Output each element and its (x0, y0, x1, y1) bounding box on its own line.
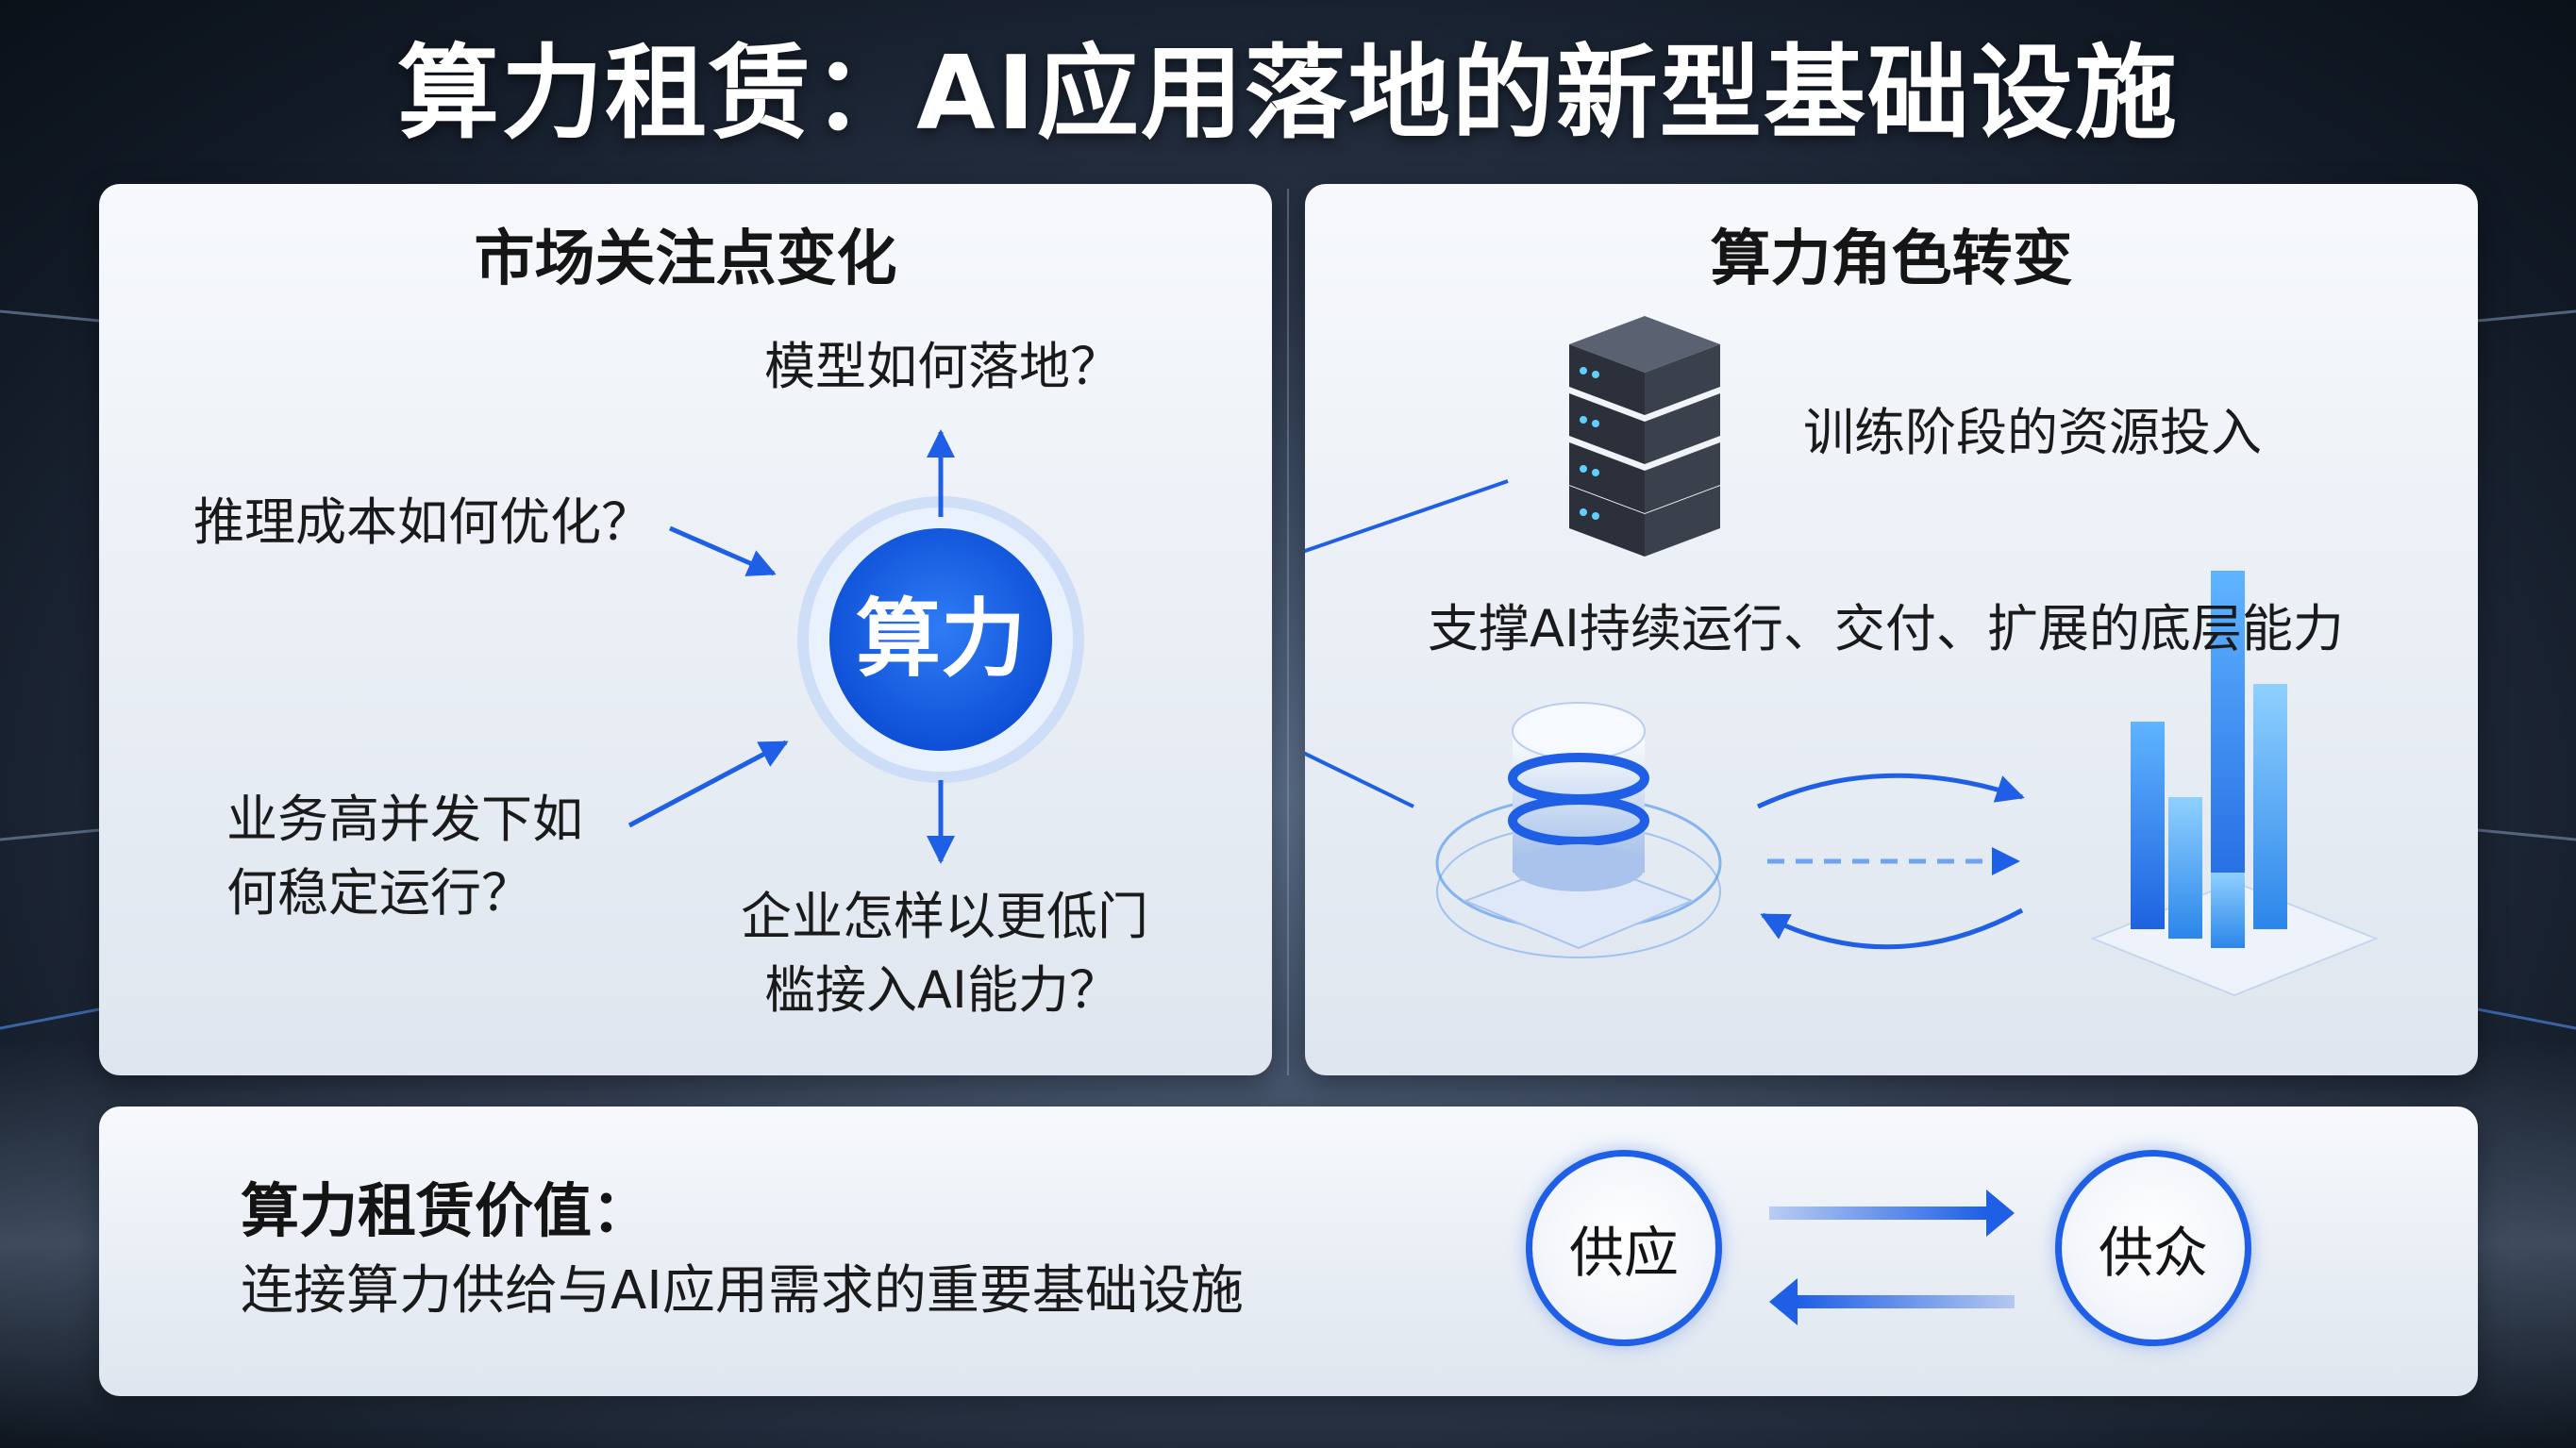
line-compute-to-database (1305, 712, 1413, 807)
arrow-loop-top (1758, 775, 2022, 807)
market-focus-panel: 市场关注点变化 (99, 184, 1272, 1075)
page-title: 算力租赁：AI应用落地的新型基础设施 (0, 28, 2576, 160)
question-high-concurrency-line1: 业务高并发下如 (226, 783, 583, 857)
question-high-concurrency-line2: 何稳定运行？ (226, 857, 532, 930)
rental-value-panel: 算力租赁价值： 连接算力供给与AI应用需求的重要基础设施 供应 供众 (99, 1107, 2478, 1396)
arrow-loop-bottom (1763, 910, 2022, 947)
question-inference-cost: 推理成本如何优化？ (193, 486, 652, 559)
compute-center-label: 算力 (818, 588, 1063, 691)
support-capability-label: 支撑AI持续运行、交付、扩展的底层能力 (1428, 592, 2344, 666)
question-low-threshold-line1: 企业怎样以更低门 (741, 880, 1148, 954)
training-resource-label: 训练阶段的资源投入 (1803, 396, 2262, 470)
question-model-landing: 模型如何落地？ (764, 330, 1121, 404)
compute-role-panel: 算力角色转变 (1305, 184, 2478, 1075)
arrow-from-left-top (670, 528, 774, 574)
arrow-from-left-bottom (629, 742, 786, 825)
server-rack-icon (1569, 316, 1720, 557)
arrow-server-to-compute (1305, 481, 1508, 580)
arrow-supply-to-demand (1769, 1190, 2015, 1237)
database-icon (1437, 703, 1720, 957)
question-low-threshold-line2: 槛接入AI能力？ (764, 954, 1120, 1027)
exchange-arrows (99, 1107, 2478, 1396)
arrow-demand-to-supply (1769, 1278, 2015, 1325)
